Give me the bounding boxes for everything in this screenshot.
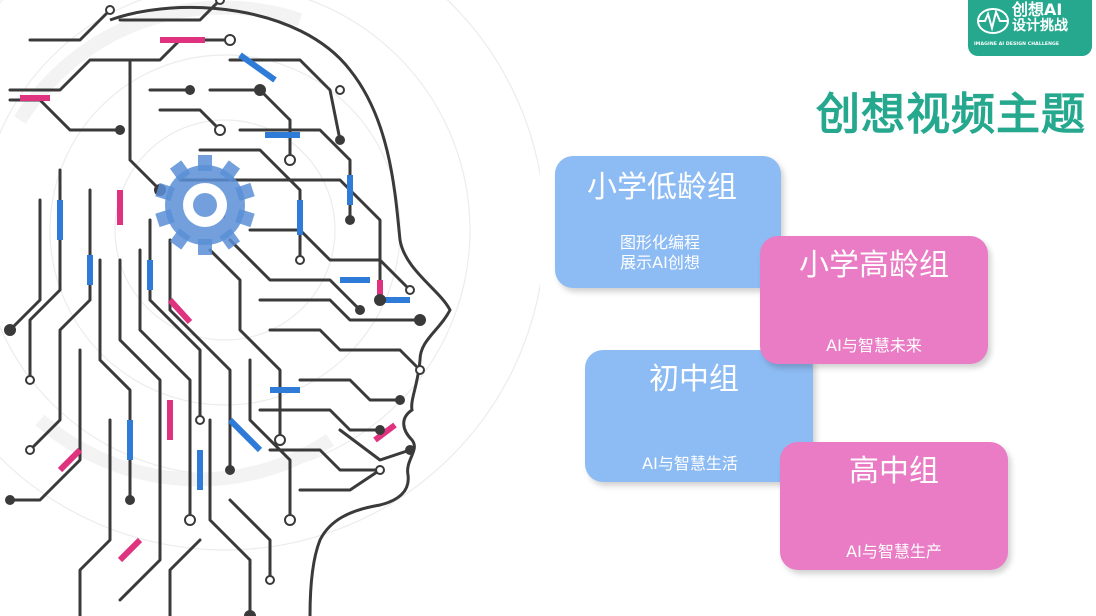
circuit-node (355, 305, 365, 315)
group-name: 高中组 (849, 454, 939, 489)
circuit-trace (298, 468, 382, 492)
circuit-node (414, 314, 426, 326)
group-card-primary-senior: 小学高龄组 AI与智慧未来 (760, 236, 988, 364)
logo-line1: 创想AI (1012, 0, 1063, 19)
circuit-trace (8, 198, 42, 332)
circuit-accent (57, 447, 83, 473)
circuit-trace (158, 108, 222, 132)
circuit-node (295, 255, 305, 265)
circuit-node (195, 415, 205, 425)
circuit-trace (118, 258, 162, 602)
circuit-node (25, 375, 35, 385)
logo-subtitle: IMAGINE AI DESIGN CHALLENGE (974, 42, 1060, 47)
circuit-node (215, 0, 225, 5)
group-desc: AI与智慧生产 (846, 542, 942, 561)
circuit-trace (268, 328, 422, 372)
circuit-node (405, 445, 415, 455)
circuit-node (284, 514, 296, 526)
circuit-trace (228, 58, 342, 142)
circuit-head-illustration (0, 0, 540, 616)
circuit-node (265, 575, 275, 585)
circuit-trace (238, 128, 352, 222)
circuit-node (125, 495, 135, 505)
circuit-trace (8, 348, 82, 502)
circuit-node (374, 294, 386, 306)
gear-icon (155, 155, 255, 255)
group-desc: 图形化编程 展示AI创想 (619, 233, 700, 272)
circuit-trace (168, 538, 202, 616)
circuit-trace (138, 248, 192, 522)
circuit-trace (248, 358, 292, 522)
circuit-trace (128, 58, 162, 192)
circuit-accent (167, 297, 193, 325)
circuit-trace (268, 448, 382, 472)
circuit-trace (208, 418, 252, 616)
group-name: 初中组 (649, 362, 739, 397)
circuit-trace (258, 408, 382, 432)
circuit-node (115, 125, 125, 135)
circuit-node (185, 85, 195, 95)
circuit-node (284, 154, 296, 166)
circuit-node (375, 425, 385, 435)
circuit-trace (78, 418, 112, 616)
circuit-node (415, 365, 425, 375)
group-name: 小学低龄组 (587, 170, 737, 205)
circuit-accent (373, 422, 397, 443)
circuit-node (25, 445, 35, 455)
circuit-trace (208, 88, 292, 162)
group-card-primary-junior: 小学低龄组 图形化编程 展示AI创想 (555, 156, 781, 288)
circuit-node (5, 495, 15, 505)
circuit-node (254, 84, 266, 96)
circuit-node (345, 215, 355, 225)
circuit-node (224, 34, 236, 46)
circuit-trace (228, 498, 272, 582)
circuit-trace (148, 218, 202, 422)
group-card-junior-high: 初中组 AI与智慧生活 (585, 350, 813, 482)
circuit-trace (248, 228, 412, 292)
group-desc: AI与智慧生活 (642, 454, 738, 473)
circuit-node (274, 434, 286, 446)
group-desc: AI与智慧未来 (826, 336, 922, 355)
circuit-node (395, 395, 405, 405)
circuit-node (225, 465, 235, 475)
circuit-node (214, 124, 226, 136)
wave-logo-icon (977, 8, 1009, 34)
circuit-node (375, 465, 385, 475)
circuit-node (184, 514, 196, 526)
circuit-trace (258, 298, 422, 322)
circuit-node (105, 5, 115, 15)
circuit-node (335, 135, 345, 145)
logo-line2: 设计挑战 (1012, 18, 1068, 34)
circuit-trace (228, 238, 362, 312)
page-title: 创想视频主题 (816, 89, 1086, 140)
circuit-node (244, 610, 256, 616)
group-name: 小学高龄组 (799, 248, 949, 283)
circuit-node (4, 324, 16, 336)
logo-wordmark: 创想AI 设计挑战 (1012, 1, 1068, 35)
circuit-trace (298, 378, 402, 402)
circuit-node (335, 85, 345, 95)
brand-logo: 创想AI 设计挑战 IMAGINE AI DESIGN CHALLENGE (968, 0, 1092, 56)
circuit-accent (238, 52, 277, 83)
circuit-trace (118, 0, 222, 22)
circuit-trace (208, 248, 282, 442)
circuit-trace (28, 8, 112, 42)
circuit-accent (117, 537, 143, 563)
circuit-trace (338, 428, 412, 462)
circuit-node (405, 285, 415, 295)
circuit-accent (227, 417, 263, 453)
group-card-senior-high: 高中组 AI与智慧生产 (780, 442, 1008, 570)
